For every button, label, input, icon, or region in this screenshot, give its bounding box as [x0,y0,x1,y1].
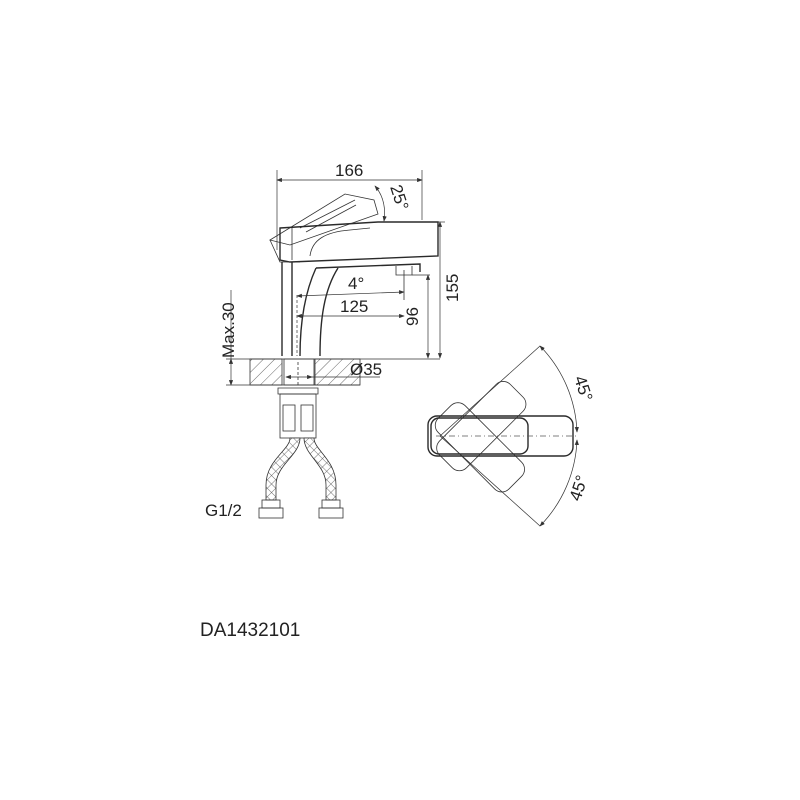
dim-mounting-thickness: Max.30 [219,302,238,358]
dim-spout-reach: 125 [340,297,368,316]
dim-rotation-left: 45° [570,373,596,403]
top-view: 45° 45° [427,345,596,527]
dim-spout-height: 96 [403,307,422,326]
side-view: 166 25° 155 96 4° 125 [205,161,462,520]
dim-overall-reach: 166 [335,161,363,180]
dim-connection-thread: G1/2 [205,501,242,520]
dim-handle-angle: 25° [386,182,412,212]
dim-hole-diameter: Ø35 [350,360,382,379]
dim-spout-angle: 4° [348,274,364,293]
dim-overall-height: 155 [443,274,462,302]
product-code: DA1432101 [200,620,301,641]
